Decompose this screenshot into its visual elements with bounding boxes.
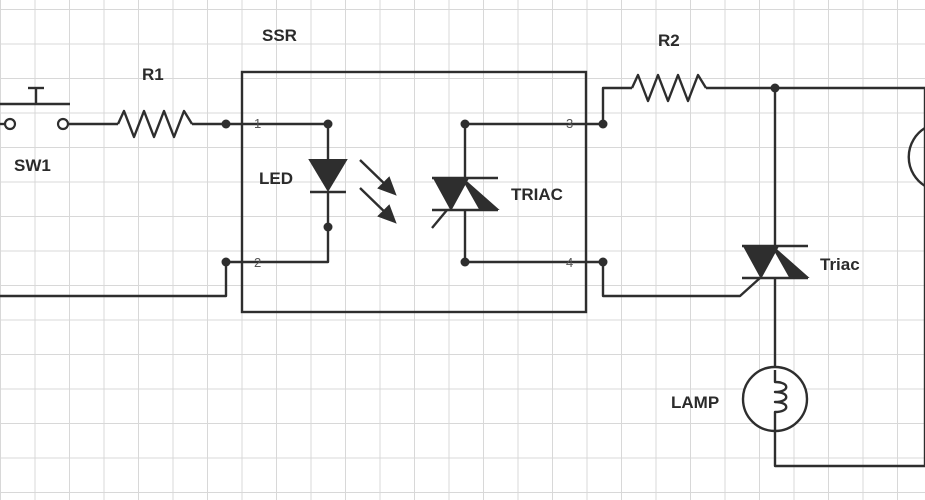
pin-2-label: 2 bbox=[254, 255, 262, 270]
wire-return bbox=[0, 222, 333, 298]
lamp-symbol bbox=[741, 365, 925, 468]
led-symbol bbox=[308, 124, 348, 227]
lamp-label: LAMP bbox=[671, 393, 720, 412]
ssr-box bbox=[240, 70, 588, 314]
triac-internal-label: TRIAC bbox=[511, 185, 563, 204]
wire-input bbox=[68, 109, 333, 139]
ssr-triac-symbol bbox=[431, 119, 603, 267]
pin-4-label: 4 bbox=[566, 255, 574, 270]
sw1-label: SW1 bbox=[14, 156, 51, 175]
r1-resistor bbox=[116, 109, 194, 139]
led-label: LED bbox=[259, 169, 293, 188]
r1-label: R1 bbox=[142, 65, 164, 84]
triac-label: Triac bbox=[820, 255, 860, 274]
ssr-label: SSR bbox=[262, 26, 297, 45]
pin-1-label: 1 bbox=[254, 116, 262, 131]
r2-label: R2 bbox=[658, 31, 680, 50]
load-symbol-partial bbox=[907, 88, 925, 466]
r2-resistor bbox=[630, 73, 708, 103]
optical-coupling-arrows bbox=[359, 159, 397, 224]
wire-load bbox=[598, 73, 925, 129]
wire-gate bbox=[598, 257, 761, 298]
pin-3-label: 3 bbox=[566, 116, 574, 131]
triac-symbol bbox=[742, 88, 810, 368]
sw1-switch bbox=[0, 86, 70, 131]
